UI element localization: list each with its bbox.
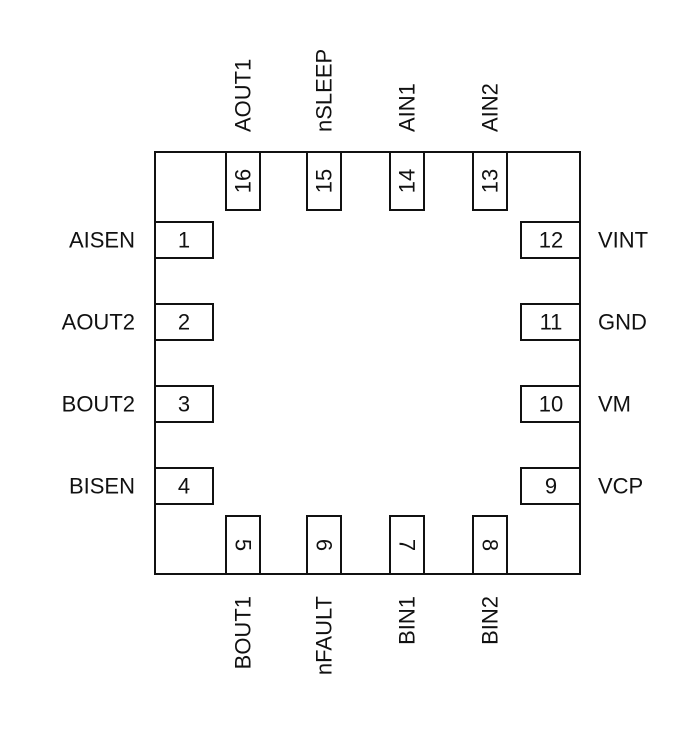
- pin-pad: [225, 515, 261, 575]
- pin-pad: [520, 385, 581, 423]
- pin-name-label: VM: [598, 392, 631, 417]
- pin-number: 6: [312, 539, 337, 551]
- pin-name-label: GND: [598, 310, 647, 335]
- pin-pad: [306, 151, 342, 211]
- pin-4: 4 BISEN: [69, 467, 214, 505]
- pin-number: 12: [539, 228, 563, 253]
- pin-10: 10 VM: [520, 385, 631, 423]
- pin-number: 14: [395, 169, 420, 193]
- pin-pad: [520, 303, 581, 341]
- pin-2: 2 AOUT2: [62, 303, 214, 341]
- pin-number: 15: [312, 169, 337, 193]
- pin-name-label: VINT: [598, 228, 648, 253]
- pin-name-label: VCP: [598, 474, 643, 499]
- pin-number: 8: [478, 539, 503, 551]
- pin-name-label: AOUT1: [231, 59, 256, 132]
- pin-pad: [154, 303, 214, 341]
- pin-pad: [306, 515, 342, 575]
- pin-name-label: nFAULT: [312, 596, 337, 675]
- pin-number: 13: [478, 169, 503, 193]
- pin-number: 2: [178, 310, 190, 335]
- pin-pad: [520, 221, 581, 259]
- pin-pad: [520, 467, 581, 505]
- pin-number: 16: [231, 169, 256, 193]
- pin-name-label: BIN2: [478, 596, 503, 645]
- pin-number: 4: [178, 474, 190, 499]
- pin-name-label: BOUT1: [231, 596, 256, 669]
- pin-pad: [389, 515, 425, 575]
- pin-pad: [472, 151, 508, 211]
- pin-number: 9: [545, 474, 557, 499]
- pin-pad: [472, 515, 508, 575]
- pin-name-label: nSLEEP: [312, 49, 337, 132]
- pin-number: 7: [395, 539, 420, 551]
- pin-6: 6 nFAULT: [306, 515, 342, 675]
- pin-pad: [225, 151, 261, 211]
- pin-name-label: BISEN: [69, 474, 135, 499]
- pin-pad: [154, 221, 214, 259]
- pin-name-label: AISEN: [69, 228, 135, 253]
- pin-name-label: BOUT2: [62, 392, 135, 417]
- pin-3: 3 BOUT2: [62, 385, 214, 423]
- pin-1: 1 AISEN: [69, 221, 214, 259]
- pin-number: 1: [178, 228, 190, 253]
- pin-pad: [154, 385, 214, 423]
- pin-number: 10: [539, 392, 563, 417]
- pin-15: 15 nSLEEP: [306, 49, 342, 211]
- pin-14: 14 AIN1: [389, 83, 425, 211]
- pin-pad: [154, 467, 214, 505]
- pin-number: 5: [231, 539, 256, 551]
- pin-name-label: AIN1: [395, 83, 420, 132]
- pin-13: 13 AIN2: [472, 83, 508, 211]
- pin-9: 9 VCP: [520, 467, 643, 505]
- chip-body: [154, 151, 581, 575]
- pin-name-label: BIN1: [395, 596, 420, 645]
- pin-number: 11: [540, 310, 563, 335]
- pin-name-label: AIN2: [478, 83, 503, 132]
- pin-number: 3: [178, 392, 190, 417]
- pin-name-label: AOUT2: [62, 310, 135, 335]
- pin-11: 11 GND: [520, 303, 647, 341]
- pin-pad: [389, 151, 425, 211]
- pin-12: 12 VINT: [520, 221, 648, 259]
- pin-16: 16 AOUT1: [225, 59, 261, 211]
